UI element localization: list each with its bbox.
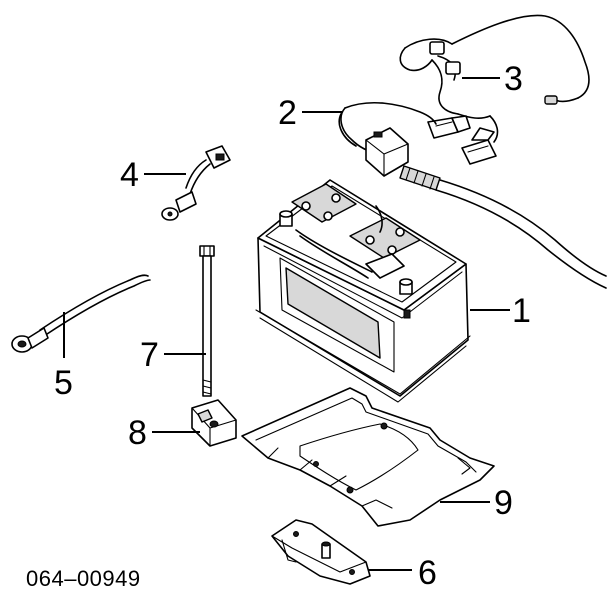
callout-labels: 1 2 3 4 5 6 7 8 9 (54, 60, 531, 592)
clamp-plate-part (271, 519, 371, 585)
callout-7: 7 (140, 336, 159, 374)
short-ground-strap-part (161, 145, 231, 221)
figure-code: 064–00949 (26, 566, 141, 591)
callout-6: 6 (418, 554, 437, 592)
battery-part (255, 179, 471, 403)
clamp-bracket-part (191, 399, 237, 447)
callout-5: 5 (54, 364, 73, 402)
callout-1: 1 (512, 292, 531, 330)
ground-cable-part (11, 274, 151, 353)
callout-8: 8 (128, 414, 147, 452)
leader-lines (63, 77, 510, 571)
cable-harness-part (399, 14, 590, 165)
callout-4: 4 (120, 156, 139, 194)
callout-3: 3 (504, 60, 523, 98)
battery-tray-part (241, 387, 495, 527)
callout-2: 2 (278, 94, 297, 132)
callout-9: 9 (494, 484, 513, 522)
hold-down-bolt-part (199, 245, 215, 397)
positive-cable-part (338, 102, 607, 289)
